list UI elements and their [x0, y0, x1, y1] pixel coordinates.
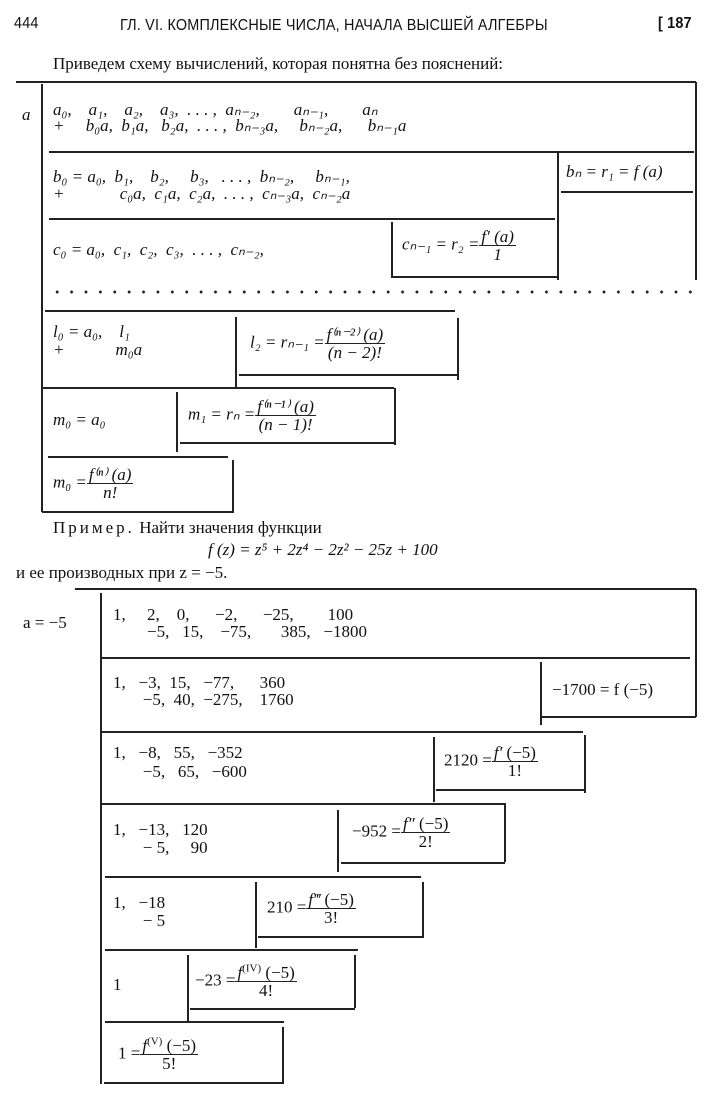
running-title: ГЛ. VI. КОМПЛЕКСНЫЕ ЧИСЛА, НАЧАЛА ВЫСШЕЙ… [120, 17, 548, 34]
rule [354, 955, 356, 1008]
rule [695, 82, 697, 280]
rule [282, 1027, 284, 1083]
derivative-1-value: 2120 =f′ (−5)1! [444, 743, 538, 780]
rule [187, 955, 189, 1021]
scheme-row1-line2: + b₀a, b₁a, b₂a, . . . , bₙ₋₃a, bₙ₋₂a, b… [53, 116, 407, 135]
scheme-row2-line1: b₀ = a₀, b₁, b₂, b₃, . . . , bₙ₋₂, bₙ₋₁, [53, 167, 350, 186]
rule [561, 191, 693, 193]
rule [42, 511, 233, 513]
rule [190, 1008, 355, 1010]
row-line: − 5, 90 [113, 838, 208, 857]
rule [104, 1082, 284, 1084]
row-line: 1 [113, 975, 122, 994]
scheme-row3: c₀ = a₀, c₁, c₂, c₃, . . . , cₙ₋₂, [53, 240, 264, 259]
scheme-row2-line2: + c₀a, c₁a, c₂a, . . . , cₙ₋₃a, cₙ₋₂a [53, 184, 351, 203]
row-line: 1, −8, 55, −352 [113, 743, 243, 762]
rule [180, 442, 394, 444]
example-formula: f (z) = z⁵ + 2z⁴ − 2z² − 25z + 100 [208, 540, 438, 559]
rule [100, 593, 102, 1084]
ellipsis-dots [50, 290, 696, 294]
rule [105, 1021, 284, 1023]
derivative-4-value: −23 =f(IV) (−5)4! [195, 962, 297, 1000]
derivative-3-value: 210 =f‴ (−5)3! [267, 890, 356, 927]
intro-text: Приведем схему вычислений, которая понят… [53, 54, 504, 73]
rule [557, 153, 559, 280]
page-number: 444 [14, 15, 39, 32]
rule [105, 876, 421, 878]
rule [49, 218, 555, 220]
rule [422, 882, 424, 938]
rule [75, 588, 696, 590]
rule [391, 222, 393, 277]
rule [102, 731, 583, 733]
example-text: и ее производных при z = −5. [16, 563, 228, 582]
rule [102, 803, 505, 805]
row-line: −5, 65, −600 [113, 762, 247, 781]
rule [504, 803, 506, 862]
derivative-2-value: −952 =f″ (−5)2! [352, 814, 451, 851]
rule [235, 317, 237, 387]
rule [49, 151, 694, 153]
row-line: 1, −18 [113, 893, 166, 912]
rule [540, 662, 542, 725]
rule [457, 318, 459, 380]
rule [105, 949, 358, 951]
rule [42, 387, 394, 389]
c-result: cₙ₋₁ = r₂ =f′ (a)1 [402, 227, 516, 264]
f-value: −1700 = f (−5) [552, 680, 653, 699]
scheme-row-l-line1: l₀ = a₀, l₁ [53, 322, 130, 341]
scheme-a-label: a [22, 105, 31, 124]
scheme-row-l-line2: + m₀a [53, 340, 143, 359]
derivative-5-value: 1 =f(V) (−5)5! [118, 1035, 199, 1073]
rule [232, 460, 234, 513]
rule [41, 84, 43, 512]
rule [176, 392, 178, 452]
m0-result: m₀ =f⁽ⁿ⁾ (a)n! [53, 465, 134, 502]
table-a-label: a = −5 [23, 613, 67, 632]
rule [45, 310, 455, 312]
rule [255, 882, 257, 948]
row-line: 1, −3, 15, −77, 360 [113, 673, 286, 692]
row-line: −5, 40, −275, 1760 [113, 690, 294, 709]
rule [16, 81, 696, 83]
m-result: m₁ = rₙ =f⁽ⁿ⁻¹⁾ (a)(n − 1)! [188, 397, 316, 434]
row-line: − 5 [113, 911, 166, 930]
rule [394, 388, 396, 445]
scheme-row1-line1: a₀, a₁, a₂, a₃, . . . , aₙ₋₂, aₙ₋₁, aₙ [53, 100, 378, 119]
l-result: l₂ = rₙ₋₁ =f⁽ⁿ⁻²⁾ (a)(n − 2)! [250, 325, 386, 362]
rule [391, 276, 558, 278]
rule [433, 737, 435, 802]
rule [436, 789, 585, 791]
rule [48, 456, 228, 458]
row-line: 1, 2, 0, −2, −25, 100 [113, 605, 354, 624]
scheme-row-m: m₀ = a₀ [53, 410, 106, 429]
bn-result: bₙ = r₁ = f (a) [566, 162, 663, 181]
rule [337, 810, 339, 872]
rule [239, 374, 457, 376]
example-intro: Пример. Найти значения функции [53, 518, 322, 537]
rule [542, 716, 696, 718]
rule [584, 735, 586, 793]
rule [102, 657, 690, 659]
rule [341, 862, 505, 864]
rule [695, 589, 697, 717]
section-number: [ 187 [658, 15, 692, 32]
rule [258, 936, 423, 938]
row-line: 1, −13, 120 [113, 820, 208, 839]
row-line: −5, 15, −75, 385, −1800 [113, 622, 368, 641]
